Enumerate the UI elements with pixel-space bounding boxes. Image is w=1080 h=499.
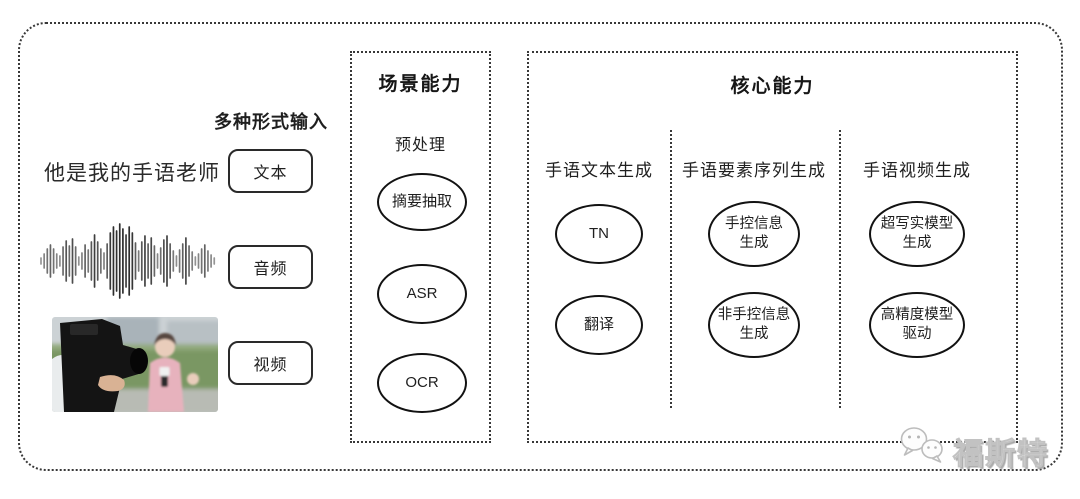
preprocess-label: 预处理: [394, 137, 446, 154]
sample-sentence: 他是我的手语老师: [44, 162, 220, 185]
node-non-manual-info-generation: 非手控信息 生成: [708, 292, 800, 358]
core-capability-panel: 核心能力 手语文本生成 手语要素序列生成 手语视频生成 TN 翻译 手控信息 生…: [527, 51, 1018, 443]
input-type-video: 视频: [228, 341, 313, 385]
scene-capability-panel: 场景能力 预处理 摘要抽取 ASR OCR: [350, 51, 491, 443]
watermark-text: 福斯特: [953, 438, 1049, 472]
input-type-audio: 音频: [228, 245, 313, 289]
core-panel-title: 核心能力: [730, 76, 815, 97]
watermark: 福斯特: [898, 424, 1049, 473]
node-ocr: OCR: [377, 353, 467, 413]
column-divider: [670, 130, 672, 408]
input-section-heading: 多种形式输入: [214, 112, 328, 132]
video-thumbnail: [52, 317, 218, 412]
wechat-icon: [898, 424, 948, 473]
node-hyperrealistic-model-generation: 超写实模型 生成: [869, 201, 965, 267]
node-summary-extraction: 摘要抽取: [377, 173, 467, 231]
column-header-text-generation: 手语文本生成: [545, 161, 653, 180]
scene-panel-title: 场景能力: [378, 74, 463, 95]
column-header-video-generation: 手语视频生成: [863, 161, 971, 180]
node-translation: 翻译: [555, 295, 643, 355]
column-divider: [839, 130, 841, 408]
node-asr: ASR: [377, 264, 467, 324]
node-high-precision-model-driving: 高精度模型 驱动: [869, 292, 965, 358]
outer-frame: [18, 22, 1063, 471]
input-type-text: 文本: [228, 149, 313, 193]
audio-waveform: [38, 222, 216, 300]
node-tn: TN: [555, 204, 643, 264]
node-manual-info-generation: 手控信息 生成: [708, 201, 800, 267]
column-header-element-sequence-generation: 手语要素序列生成: [682, 161, 826, 180]
